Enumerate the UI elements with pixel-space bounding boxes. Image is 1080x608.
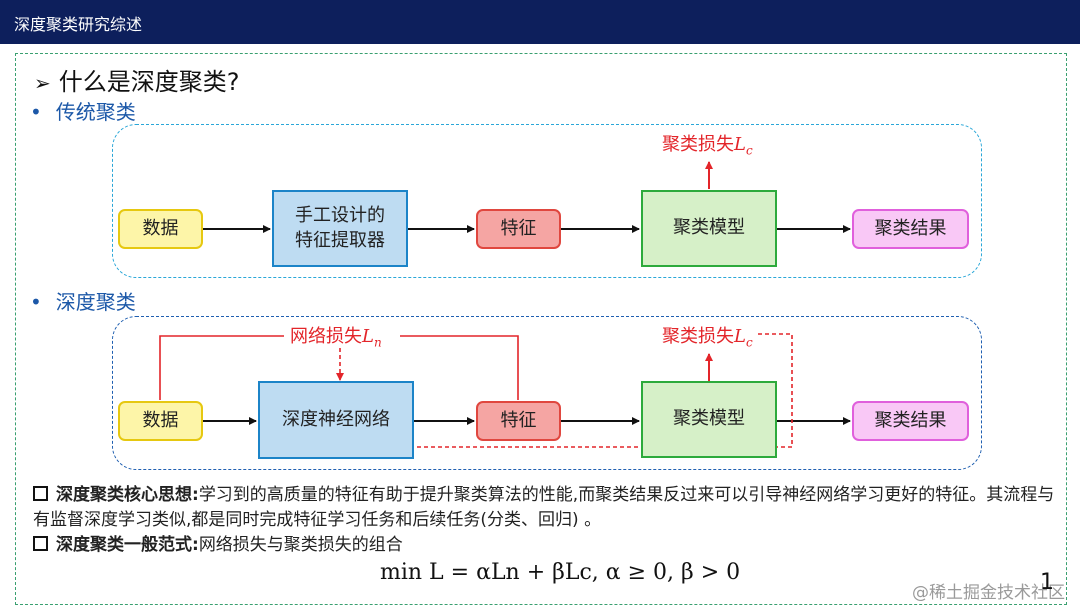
note-paradigm: 深度聚类一般范式:网络损失与聚类损失的组合 <box>33 533 1063 558</box>
node-cluster-result: 聚类结果 <box>852 401 969 441</box>
network-loss-loop <box>159 335 519 400</box>
note-title: 深度聚类一般范式: <box>56 535 199 555</box>
bullet-dot-icon: • <box>30 290 42 314</box>
title-bar: 深度聚类研究综述 <box>0 0 1080 44</box>
bullet-dot-icon: • <box>30 100 42 124</box>
node-data: 数据 <box>118 209 203 249</box>
node-cluster-model: 聚类模型 <box>641 190 777 267</box>
note-body: 网络损失与聚类损失的组合 <box>198 535 403 555</box>
arrow-bullet-icon: ➢ <box>34 71 51 95</box>
page-number: 1 <box>1040 570 1054 595</box>
content-frame <box>15 53 1067 605</box>
note-title: 深度聚类核心思想: <box>56 485 199 505</box>
node-cluster-result: 聚类结果 <box>852 209 969 249</box>
slide-title: 深度聚类研究综述 <box>14 15 143 34</box>
checkbox-square-icon <box>33 486 48 501</box>
section-heading: ➢ 什么是深度聚类? <box>34 62 240 97</box>
node-cluster-model: 聚类模型 <box>641 381 777 458</box>
watermark: @稀土掘金技术社区 <box>912 583 1065 603</box>
network-loss-label: 网络损失Ln <box>290 326 382 350</box>
deep-pipeline-group <box>112 316 982 470</box>
checkbox-square-icon <box>33 536 48 551</box>
node-feature: 特征 <box>476 209 561 249</box>
bullet-traditional: • 传统聚类 <box>30 96 136 125</box>
node-data: 数据 <box>118 401 203 441</box>
node-handcrafted-extractor: 手工设计的 特征提取器 <box>272 190 408 267</box>
heading-text: 什么是深度聚类? <box>58 68 240 96</box>
bullet-label: 传统聚类 <box>55 100 136 124</box>
traditional-pipeline-group <box>112 124 982 278</box>
node-deep-neural-network: 深度神经网络 <box>258 381 414 459</box>
cluster-loss-label: 聚类损失Lc <box>662 134 753 158</box>
cluster-loss-label: 聚类损失Lc <box>662 326 753 350</box>
note-core-idea: 深度聚类核心思想:学习到的高质量的特征有助于提升聚类算法的性能,而聚类结果反过来… <box>33 483 1063 533</box>
bullet-deep: • 深度聚类 <box>30 286 136 315</box>
note-body: 学习到的高质量的特征有助于提升聚类算法的性能,而聚类结果反过来可以引导神经网络学… <box>33 485 1055 530</box>
loss-formula: min L = αLn + βLc, α ≥ 0, β > 0 <box>380 560 741 585</box>
bullet-label: 深度聚类 <box>55 290 136 314</box>
node-feature: 特征 <box>476 401 561 441</box>
